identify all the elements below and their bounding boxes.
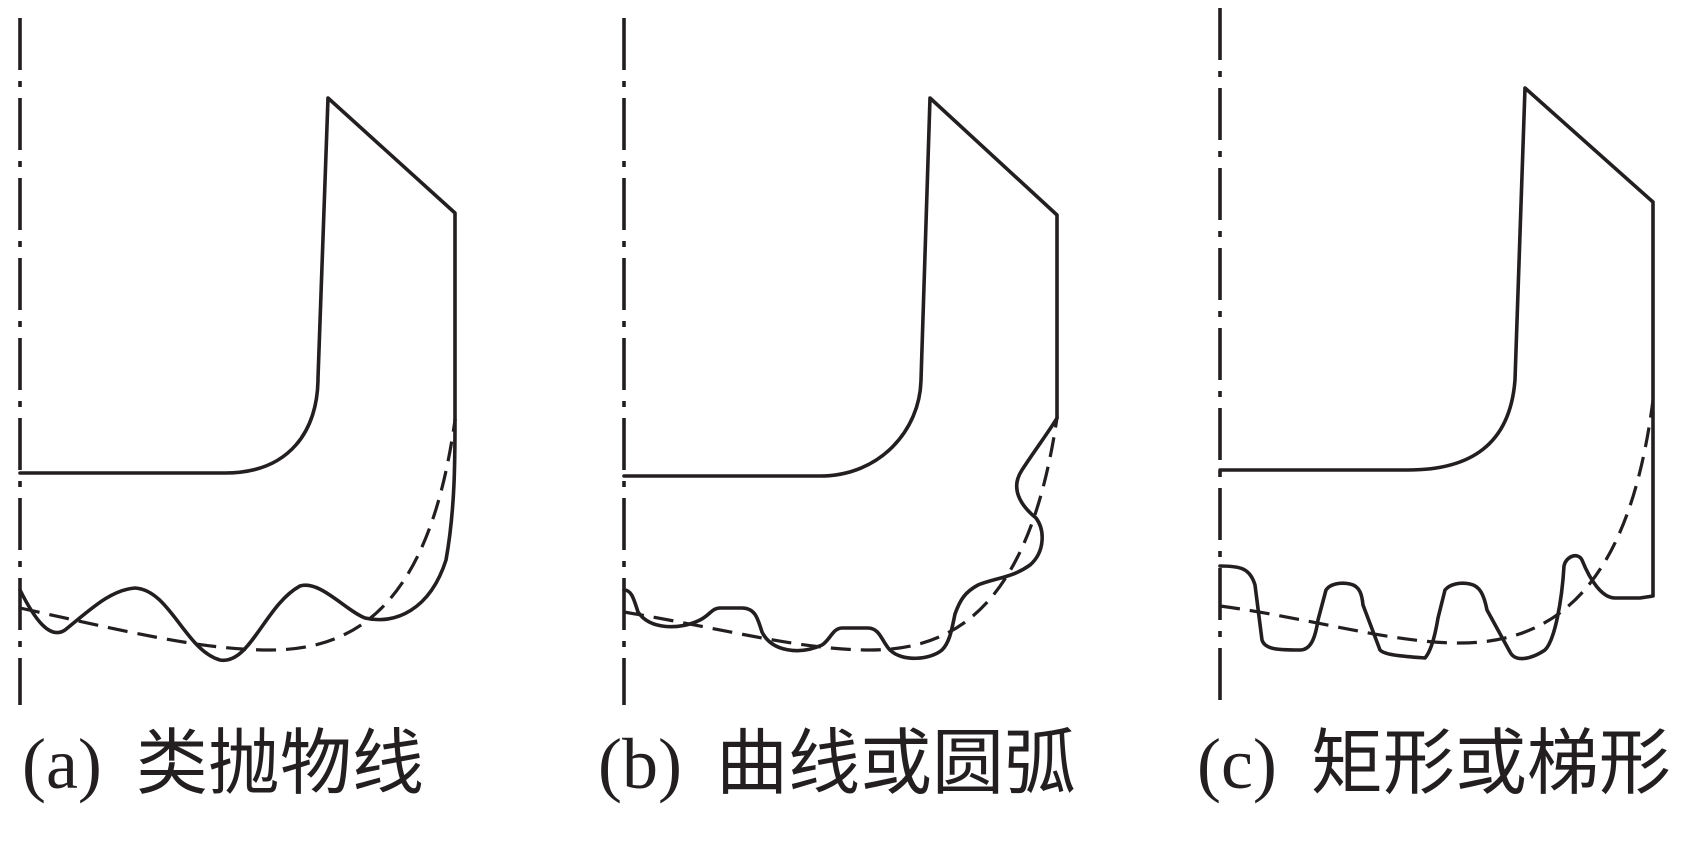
panel-a-wavy-profile bbox=[18, 418, 457, 662]
panel-a-target-curve bbox=[19, 419, 457, 652]
panel-a-title: 类抛物线 bbox=[135, 721, 424, 805]
caption-panel-a: (a) 类抛物线 bbox=[22, 718, 424, 808]
panel-b-drawing bbox=[622, 18, 1059, 705]
panel-c-title: 矩形或梯形 bbox=[1310, 721, 1671, 805]
panel-c-tag: (c) bbox=[1197, 724, 1277, 804]
panel-b-title: 曲线或圆弧 bbox=[715, 721, 1076, 805]
panel-a-tool-outline bbox=[18, 96, 457, 475]
panel-b-tool-outline bbox=[622, 96, 1059, 478]
panel-a-tag: (a) bbox=[22, 724, 102, 804]
panel-c-drawing bbox=[1218, 8, 1655, 705]
panel-b-tag: (b) bbox=[598, 724, 682, 804]
panel-a-drawing bbox=[18, 18, 457, 705]
panel-b-curved-profile bbox=[622, 416, 1059, 661]
caption-panel-b: (b) 曲线或圆弧 bbox=[598, 718, 1076, 808]
panel-b-target-curve bbox=[623, 417, 1059, 652]
caption-panel-c: (c) 矩形或梯形 bbox=[1197, 718, 1671, 808]
panel-c-target-curve bbox=[1219, 399, 1655, 645]
panel-c-tool-outline bbox=[1218, 86, 1655, 597]
panel-c-rect-profile bbox=[1218, 553, 1655, 661]
